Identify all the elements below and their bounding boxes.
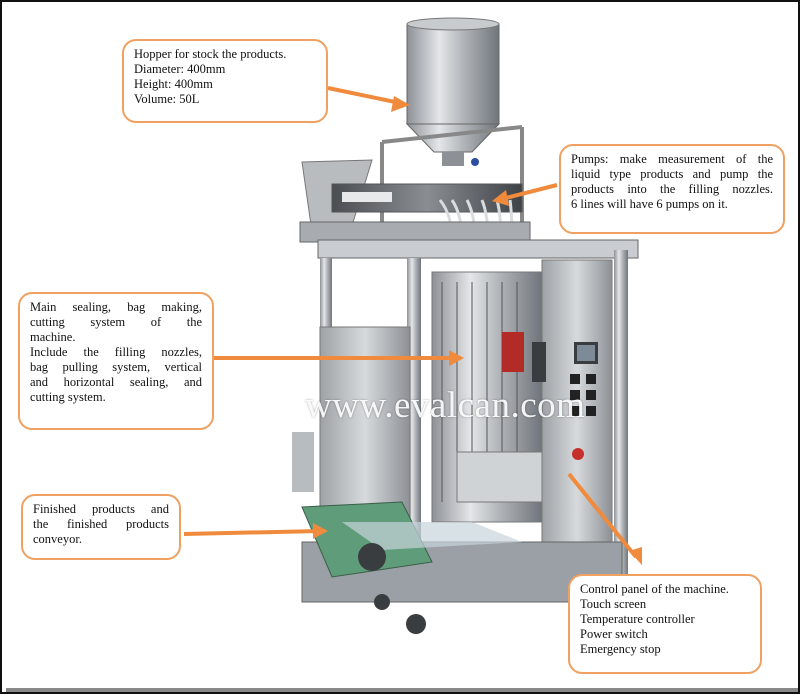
main-frame [301,239,639,603]
callout-line: Main sealing, bag making, [30,300,202,314]
conveyor-callout: Finished products and the finished produ… [21,494,181,560]
callout-line: Temperature controller [580,612,695,626]
pump-assembly [299,159,531,243]
callout-line: bag pulling system, vertical [30,360,202,374]
callout-line: Volume: 50L [134,92,200,106]
watermark: www.evalcan.com [305,385,586,426]
callout-line: Include the filling nozzles, [30,345,202,359]
callout-line: machine. [30,330,76,344]
callout-line: 6 lines will have 6 pumps on it. [571,197,728,211]
control-panel-callout: Control panel of the machine. Touch scre… [568,574,762,674]
hopper-callout: Hopper for stock the products. Diameter:… [122,39,328,123]
hopper [405,17,501,166]
callout-line: cutting system of the [30,315,202,329]
callout-line: and horizontal sealing, and [30,375,202,389]
callout-line: conveyor. [33,532,82,546]
callout-line: Finished products and [33,502,169,516]
callout-line: Diameter: 400mm [134,62,226,76]
pumps-callout: Pumps: make measurement of the liquid ty… [559,144,785,234]
callout-line: Emergency stop [580,642,661,656]
sealing-callout: Main sealing, bag making, cutting system… [18,292,214,430]
callout-line: cutting system. [30,390,106,404]
callout-line: Control panel of the machine. [580,582,729,596]
callout-line: Height: 400mm [134,77,213,91]
callout-line: Hopper for stock the products. [134,47,287,61]
callout-line: Touch screen [580,597,647,611]
callout-line: the finished products [33,517,169,531]
callout-line: liquid type products and pump the [571,167,773,181]
callout-line: Pumps: make measurement of the [571,152,773,166]
callout-line: Power switch [580,627,648,641]
callout-line: products into the filling nozzles. [571,182,773,196]
conveyor [292,432,522,578]
arrows [183,86,642,565]
